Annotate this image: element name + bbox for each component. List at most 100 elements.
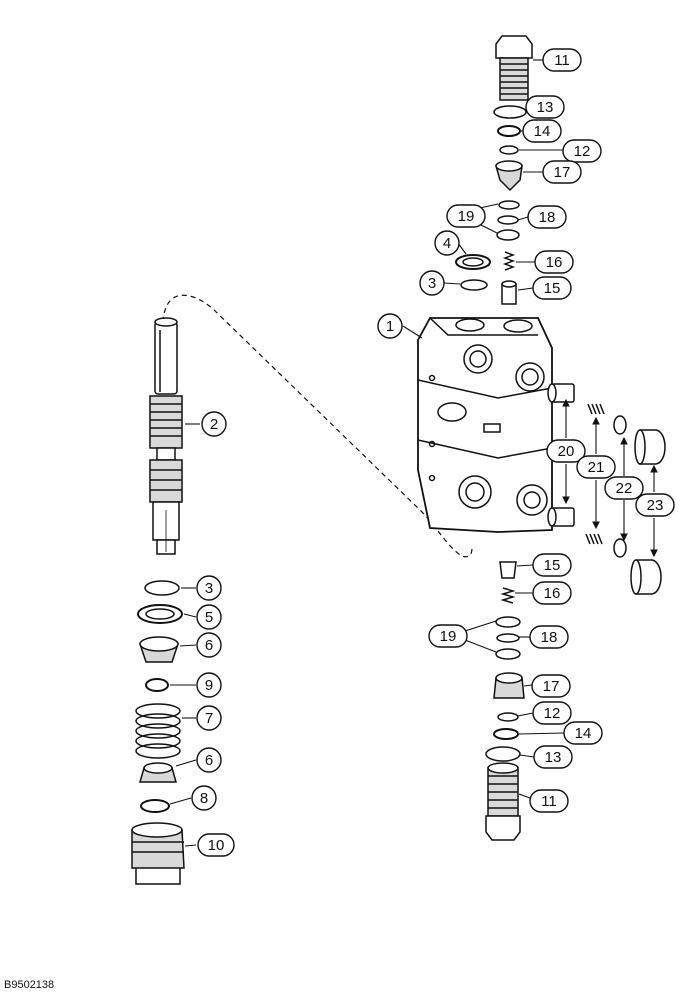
- svg-text:3: 3: [428, 275, 436, 292]
- spring-seat-6-upper-part: [138, 636, 180, 663]
- plug-11-lower-part: [485, 762, 521, 841]
- callout-9: 9: [196, 672, 222, 698]
- callout-18-upper: 18: [527, 205, 567, 229]
- callout-16-lower: 16: [532, 581, 572, 605]
- svg-text:13: 13: [537, 99, 554, 116]
- ring-18-lower-part: [496, 633, 520, 643]
- callout-17-upper: 17: [542, 160, 582, 184]
- o-ring-22-lower-part: [613, 538, 627, 558]
- callout-15-lower: 15: [532, 553, 572, 577]
- callout-20: 20: [546, 439, 586, 463]
- callout-21: 21: [576, 455, 616, 479]
- spring-16-lower-part: [500, 587, 516, 604]
- figure-id-label: B9502138: [4, 979, 55, 991]
- svg-text:14: 14: [534, 123, 551, 140]
- svg-text:19: 19: [458, 208, 475, 225]
- svg-text:1: 1: [386, 318, 394, 335]
- o-ring-13-upper-part: [493, 105, 527, 119]
- backup-ring-14-lower-part: [493, 728, 519, 740]
- callout-13-upper: 13: [525, 95, 565, 119]
- spring-21-lower-part: [585, 533, 603, 545]
- callout-8: 8: [191, 785, 217, 811]
- callout-1: 1: [377, 313, 403, 339]
- check-20-lower-part: [547, 507, 575, 527]
- callout-10: 10: [197, 833, 235, 857]
- spring-16-upper-part: [502, 251, 516, 271]
- o-ring-3-right-part: [460, 279, 488, 291]
- callout-4: 4: [434, 230, 460, 256]
- ring-19-upper-b-part: [496, 229, 520, 241]
- callout-3-right: 3: [419, 270, 445, 296]
- callout-3-left: 3: [196, 575, 222, 601]
- callout-23: 23: [635, 493, 675, 517]
- o-ring-3-left-part: [144, 580, 180, 596]
- spool-part: [149, 317, 183, 555]
- svg-text:9: 9: [205, 677, 213, 694]
- ring-12-upper-part: [499, 145, 519, 155]
- o-ring-22-upper-part: [613, 415, 627, 435]
- callout-15-upper: 15: [532, 276, 572, 300]
- callout-13-lower: 13: [533, 745, 573, 769]
- callout-11-upper: 11: [542, 48, 582, 72]
- callout-5: 5: [196, 604, 222, 630]
- svg-text:11: 11: [554, 52, 570, 69]
- poppet-17-upper-part: [495, 160, 523, 192]
- cap-23-lower-part: [630, 559, 662, 595]
- backup-ring-14-upper-part: [497, 125, 521, 137]
- ring-19-lower-a-part: [495, 616, 521, 628]
- valve-body-1-part: [417, 317, 553, 533]
- svg-text:7: 7: [205, 710, 213, 727]
- svg-text:23: 23: [647, 497, 664, 514]
- svg-text:4: 4: [443, 235, 451, 252]
- plunger-15-lower-part: [499, 561, 517, 579]
- ring-18-upper-part: [497, 215, 519, 225]
- svg-text:20: 20: [558, 443, 575, 460]
- washer-5-part: [137, 604, 183, 624]
- washer-4-part: [455, 254, 491, 270]
- callout-6-lower: 6: [196, 747, 222, 773]
- callout-17-lower: 17: [531, 674, 571, 698]
- spring-21-upper-part: [587, 403, 605, 415]
- poppet-17-lower-part: [493, 672, 525, 699]
- callout-16-upper: 16: [534, 250, 574, 274]
- svg-text:21: 21: [588, 459, 605, 476]
- callout-2: 2: [201, 411, 227, 437]
- svg-text:15: 15: [544, 280, 561, 297]
- callout-19-lower: 19: [428, 624, 468, 648]
- svg-text:13: 13: [545, 749, 562, 766]
- callout-18-lower: 18: [529, 625, 569, 649]
- check-20-upper-part: [547, 383, 575, 403]
- svg-text:16: 16: [544, 585, 561, 602]
- cap-23-upper-part: [634, 429, 666, 465]
- callout-22: 22: [604, 476, 644, 500]
- svg-text:2: 2: [210, 416, 218, 433]
- svg-text:12: 12: [544, 705, 561, 722]
- svg-text:16: 16: [546, 254, 563, 271]
- callout-14-lower: 14: [563, 721, 603, 745]
- ring-19-lower-b-part: [495, 648, 521, 660]
- ring-12-lower-part: [497, 712, 519, 722]
- svg-text:22: 22: [616, 480, 633, 497]
- snap-ring-8-part: [140, 799, 170, 813]
- plug-11-upper-part: [495, 35, 533, 101]
- callout-11-lower: 11: [529, 789, 569, 813]
- callout-19-upper: 19: [446, 204, 486, 228]
- callout-6-upper: 6: [196, 632, 222, 658]
- callout-7: 7: [196, 705, 222, 731]
- svg-text:6: 6: [205, 752, 213, 769]
- svg-text:8: 8: [200, 790, 208, 807]
- callout-12-upper: 12: [562, 139, 602, 163]
- svg-text:14: 14: [575, 725, 592, 742]
- svg-text:17: 17: [554, 164, 571, 181]
- callout-12-lower: 12: [532, 701, 572, 725]
- svg-text:15: 15: [544, 557, 561, 574]
- svg-text:19: 19: [440, 628, 457, 645]
- o-ring-13-lower-part: [485, 746, 521, 762]
- spring-7-part: [135, 703, 181, 759]
- svg-text:12: 12: [574, 143, 591, 160]
- svg-text:17: 17: [543, 678, 560, 695]
- svg-text:11: 11: [541, 793, 557, 810]
- plunger-15-upper-part: [501, 280, 517, 305]
